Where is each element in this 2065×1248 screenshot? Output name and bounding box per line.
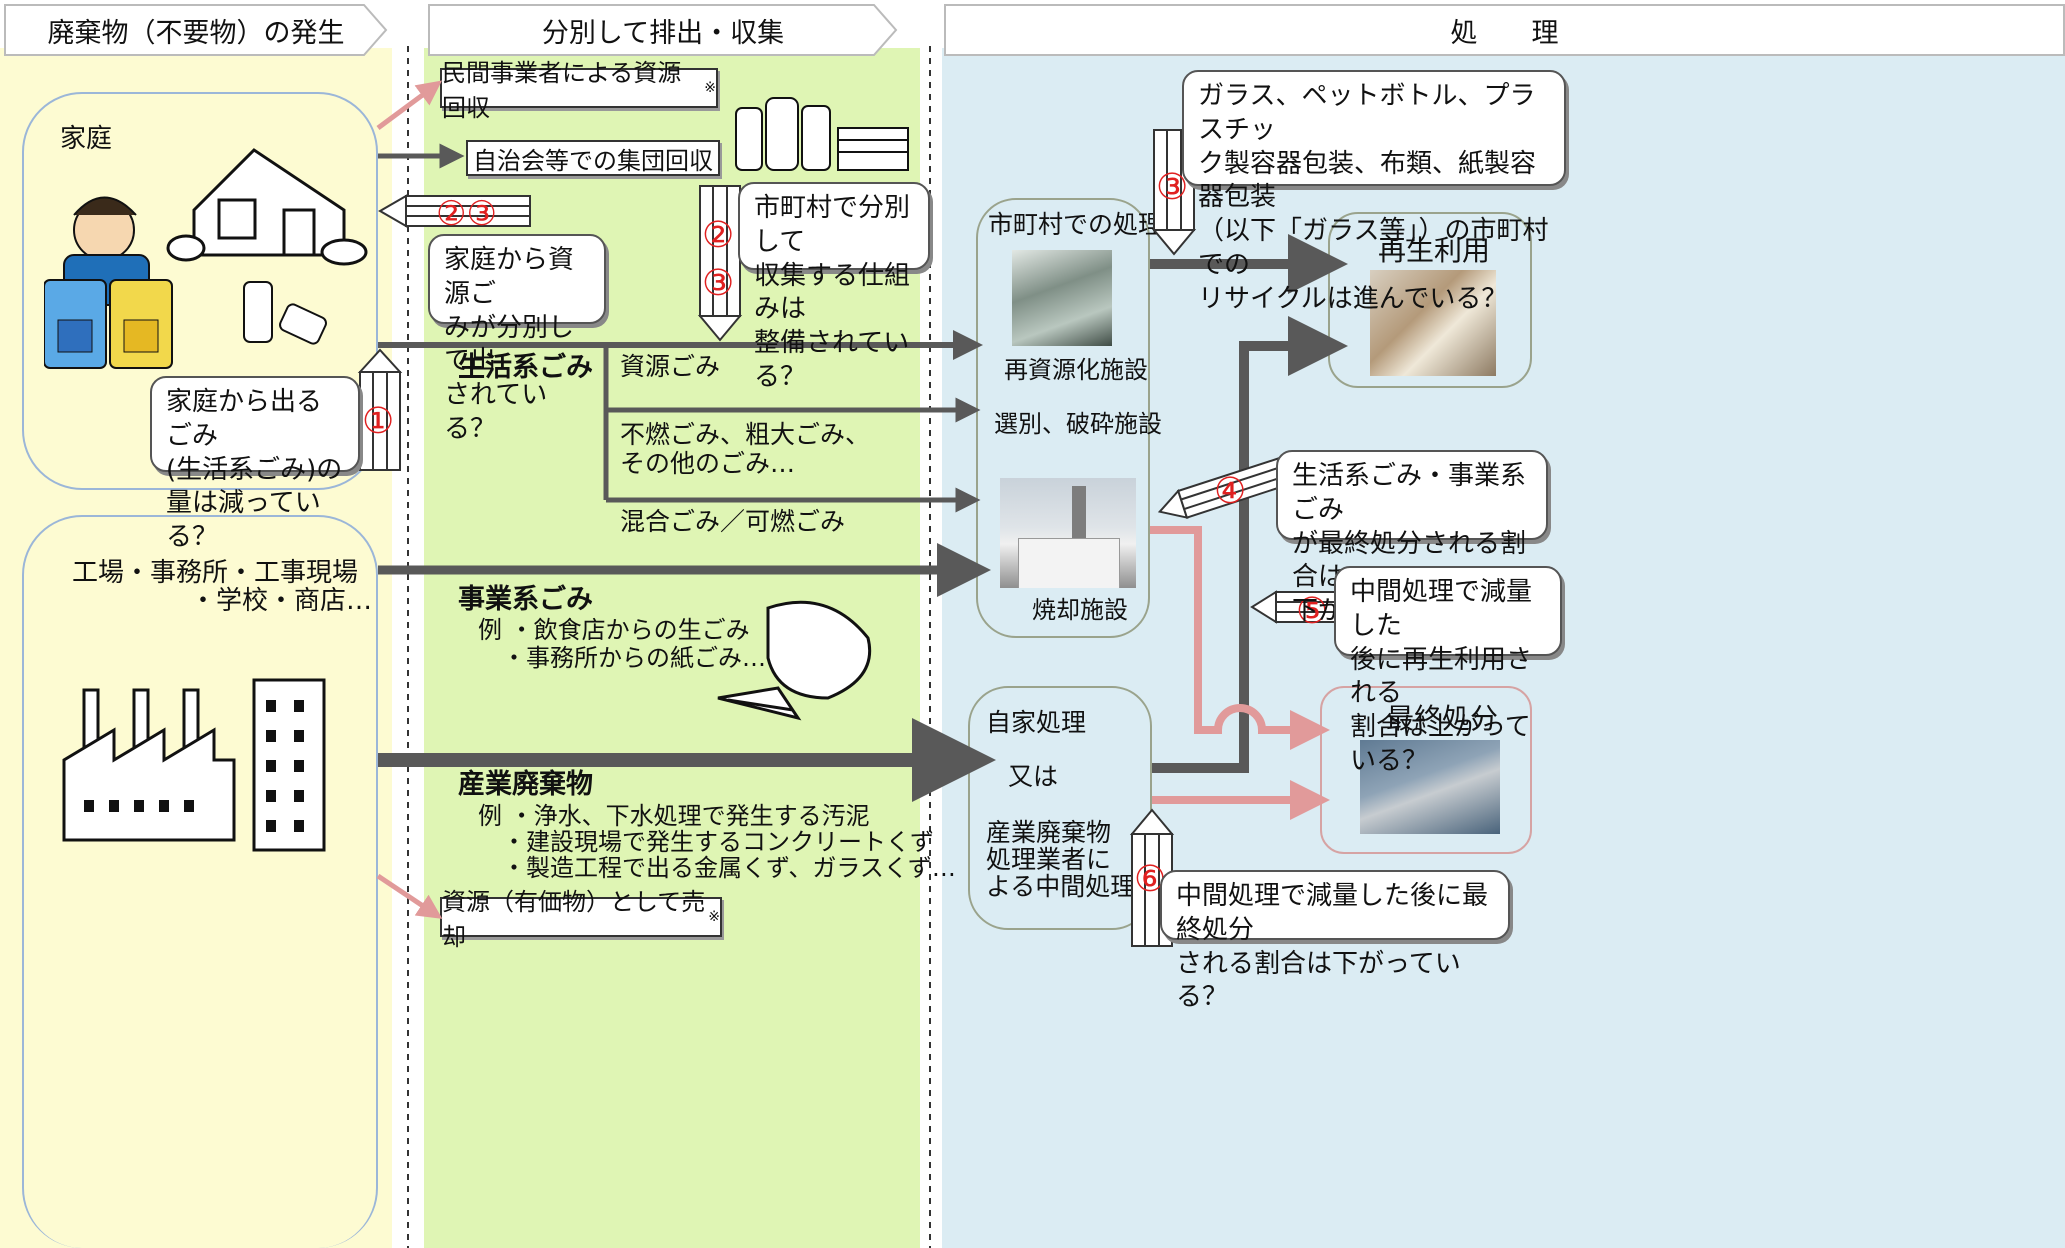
q4-line2: が最終処分される割合は — [1292, 528, 1527, 593]
q23-city-line1: 市町村で分別して — [754, 193, 911, 257]
sorting-facility-label: 選別、破砕施設 — [994, 410, 1162, 438]
q4-line1: 生活系ごみ・事業系ごみ — [1292, 461, 1527, 525]
industrial-example-2: ・建設現場で発生するコンクリートくず — [502, 828, 934, 856]
q3-callout: ガラス、ペットボトル、プラスチッ ク製容器包装、布類、紙製容器包装 （以下「ガラ… — [1182, 70, 1566, 314]
q6-line2: される割合は下がっている？ — [1176, 948, 1461, 1013]
sold-box: 資源（有価物）として売却※ — [440, 888, 722, 951]
industrial-example-1: 例 ・浄水、下水処理で発生する汚泥 — [478, 802, 870, 830]
final-disposal-photo — [1360, 740, 1500, 834]
business-example-1: 例 ・飲食店からの生ごみ — [478, 616, 750, 644]
reuse-label: 再生利用 — [1378, 234, 1491, 267]
self-treatment-line1: 自家処理 — [986, 708, 1087, 737]
municipal-treatment-title: 市町村での処理 — [988, 210, 1164, 239]
business-sources-line2: ・学校・商店… — [190, 586, 373, 616]
bulky-waste-line2: その他のごみ… — [620, 449, 796, 478]
self-treatment-line2: 又は — [1008, 762, 1059, 791]
recycle-facility-photo — [1012, 250, 1112, 346]
home-label: 家庭 — [60, 124, 113, 154]
q23-home-line3: されている？ — [444, 380, 548, 444]
incineration-label: 焼却施設 — [1032, 596, 1128, 624]
q23-home-callout: 家庭から資源ご みが分別して出 されている？ — [428, 234, 606, 444]
q1-line2: (生活系ごみ)の — [166, 454, 343, 485]
q23-city-line3: 整備されている？ — [754, 328, 910, 392]
private-recovery-mark: ※ — [704, 80, 716, 96]
q3-line3: （以下「ガラス等」）の市町村での — [1198, 216, 1549, 280]
q6-callout: 中間処理で減量した後に最終処分 される割合は下がっている？ — [1160, 870, 1510, 1012]
recycle-facility-label: 再資源化施設 — [1004, 356, 1148, 384]
reuse-photo — [1370, 270, 1496, 376]
final-disposal-box — [1320, 686, 1532, 854]
group-collection-box: 自治会等での集団回収 — [466, 140, 720, 176]
q5-callout: 中間処理で減量した 後に再生利用される 割合は上がっている？ — [1334, 566, 1562, 776]
business-example-2: ・事務所からの紙ごみ… — [502, 644, 766, 672]
q5-line2: 後に再生利用される — [1350, 644, 1533, 709]
q5-line3: 割合は上がっている？ — [1350, 712, 1531, 776]
reuse-box — [1328, 212, 1532, 388]
home-box — [22, 92, 378, 490]
header-generation-label: 廃棄物（不要物）の発生 — [47, 17, 345, 49]
q23-home-line1: 家庭から資源ご — [444, 245, 575, 309]
business-box — [22, 515, 378, 1248]
q23-home-line2: みが分別して出 — [444, 312, 575, 377]
household-illustration — [44, 148, 368, 369]
q3-city-number: ③ — [702, 263, 735, 304]
q1-number: ① — [362, 401, 395, 442]
sold-mark: ※ — [708, 909, 720, 925]
sold-label: 資源（有価物）として売却 — [442, 888, 706, 951]
resource-waste-label: 資源ごみ — [620, 352, 721, 381]
q3-line4: リサイクルは進んでいる？ — [1198, 283, 1508, 314]
final-disposal-label: 最終処分 — [1386, 702, 1499, 735]
household-waste-label: 生活系ごみ — [458, 352, 593, 383]
header-collection-label: 分別して排出・収集 — [541, 17, 785, 49]
food-waste-illustration — [717, 600, 872, 721]
q4-number: ④ — [1214, 471, 1247, 512]
industrial-example-3: ・製造工程で出る金属くず、ガラスくず… — [502, 854, 956, 882]
bottles-newspaper-illustration — [735, 97, 909, 171]
header-treatment: 処 理 — [944, 4, 2065, 56]
bulky-waste-line1: 不燃ごみ、粗大ごみ、 — [620, 420, 871, 449]
q1-line3: 量は減っている？ — [166, 488, 321, 553]
q23-city-callout: 市町村で分別して 収集する仕組みは 整備されている？ — [738, 182, 930, 392]
q2-city-number: ② — [702, 215, 735, 256]
q4-callout: 生活系ごみ・事業系ごみ が最終処分される割合は 下がっている？ — [1276, 450, 1548, 626]
industrial-waste-label: 産業廃棄物 — [458, 769, 593, 800]
q3-line1: ガラス、ペットボトル、プラスチッ — [1198, 81, 1536, 145]
q3-line2: ク製容器包装、布類、紙製容器包装 — [1198, 148, 1537, 213]
q23-home-number: ②③ — [436, 194, 497, 234]
self-treatment-line5: よる中間処理 — [986, 872, 1136, 901]
q23-city-line2: 収集する仕組みは — [754, 260, 911, 325]
q5-line1: 中間処理で減量した — [1350, 577, 1533, 641]
q1-callout: 家庭から出るごみ (生活系ごみ)の 量は減っている？ — [150, 376, 360, 552]
group-collection-label: 自治会等での集団回収 — [473, 146, 713, 175]
business-sources-line1: 工場・事務所・工事現場 — [72, 558, 359, 588]
self-treatment-box — [968, 686, 1152, 930]
business-waste-label: 事業系ごみ — [458, 584, 593, 615]
q1-line1: 家庭から出るごみ — [166, 387, 323, 451]
factory-illustration — [62, 678, 326, 852]
header-treatment-label: 処 理 — [1450, 17, 1559, 49]
q6-line1: 中間処理で減量した後に最終処分 — [1176, 881, 1489, 945]
q5-number: ⑤ — [1296, 591, 1329, 632]
self-treatment-line3: 産業廃棄物 — [986, 818, 1112, 847]
header-generation: 廃棄物（不要物）の発生 — [4, 4, 388, 56]
incineration-photo — [1000, 478, 1136, 588]
self-treatment-line4: 処理業者に — [986, 845, 1112, 874]
private-recovery-label: 民間事業者による資源回収 — [442, 59, 682, 122]
mixed-waste-label: 混合ごみ／可燃ごみ — [620, 507, 846, 536]
header-collection: 分別して排出・収集 — [428, 4, 898, 56]
